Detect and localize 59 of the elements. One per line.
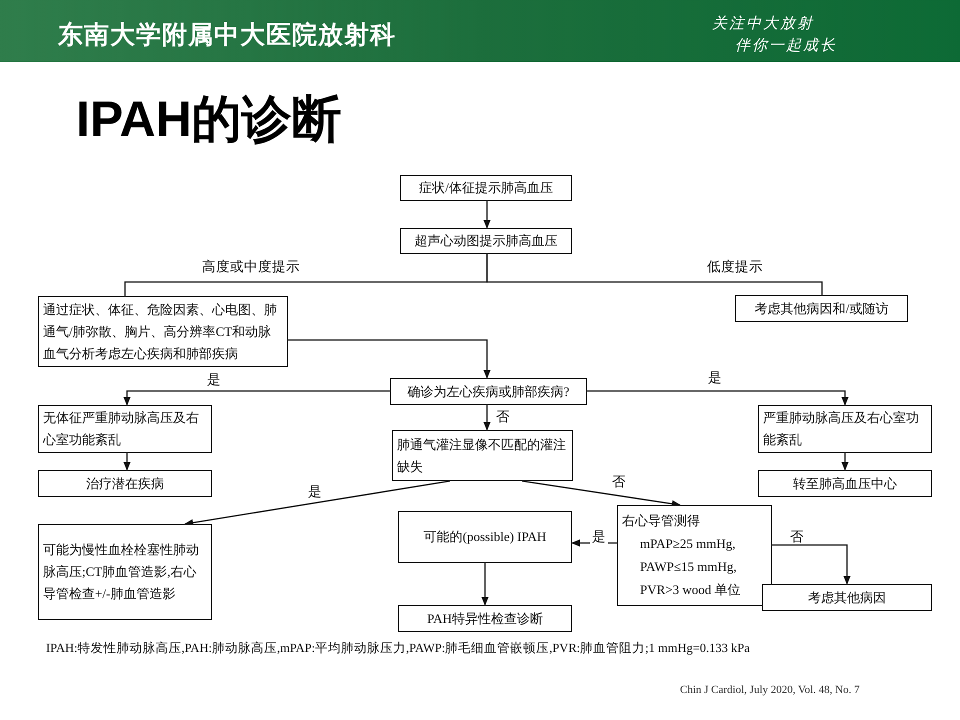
box-text: 症状/体征提示肺高血压 <box>418 179 554 197</box>
box-text: 可能为慢性血栓栓塞性肺动脉高压;CT肺血管造影,右心导管检查+/-肺血管造影 <box>43 541 200 603</box>
process-box <box>617 505 772 606</box>
connector-line <box>486 254 823 295</box>
process-box <box>735 295 908 322</box>
arrow <box>772 544 851 585</box>
edge-label: 高度或中度提示 <box>200 259 302 274</box>
arrow <box>587 390 849 406</box>
box-text: 考虑其他病因和/或随访 <box>754 300 890 318</box>
process-box <box>38 296 288 367</box>
box-text: 通过症状、体征、危险因素、心电图、肺通气/肺弥散、胸片、高分辨率CT和动脉血气分析考虑左心疾病和肺部疾病 <box>43 300 278 362</box>
edge-label: 是 <box>306 484 324 499</box>
slide-title: IPAH的诊断 <box>76 90 342 149</box>
process-box <box>38 470 212 497</box>
footnote-text: IPAH:特发性肺动脉高压,PAH:肺动脉高压,mPAP:平均肺动脉压力,PAWP:肺毛细血管嵌顿压,PVR:肺血管阻力;1 mmHg=0.133 kPa <box>46 640 750 657</box>
box-text: mPAP≥25 mmHg, PAWP≤15 mmHg, PVR>3 wood 单位 <box>639 535 742 599</box>
edge-label: 否 <box>494 409 512 424</box>
edge-label: 否 <box>610 474 628 489</box>
box-text: 确诊为左心疾病或肺部疾病? <box>406 382 570 400</box>
edge-label: 低度提示 <box>705 259 765 274</box>
edge-label: 是 <box>205 372 223 387</box>
header-title: 东南大学附属中大医院放射科 <box>58 20 396 51</box>
arrow <box>483 201 491 229</box>
process-box <box>392 430 573 481</box>
process-box <box>38 524 212 620</box>
arrow <box>288 339 491 379</box>
arrow <box>481 563 489 606</box>
question-box <box>390 378 587 405</box>
box-text: 可能的(possible) IPAH <box>422 528 548 546</box>
edge-label: 是 <box>590 529 608 544</box>
process-box <box>400 175 572 201</box>
box-text: 严重肺动脉高压及右心室功能紊乱 <box>763 409 920 449</box>
slogan-text: 关注中大放射 <box>712 14 814 33</box>
box-text: 无体征严重肺动脉高压及右心室功能紊乱 <box>43 409 200 449</box>
arrow <box>841 453 849 471</box>
arrow <box>571 539 617 547</box>
box-text: PAH特异性检查诊断 <box>426 610 544 628</box>
arrow <box>522 480 681 508</box>
process-box <box>398 511 572 563</box>
citation-text: Chin J Cardiol, July 2020, Vol. 48, No. 7 <box>680 684 860 696</box>
process-box <box>762 584 932 611</box>
edge-label: 是 <box>706 370 724 385</box>
edge-label: 否 <box>788 529 806 544</box>
box-text: 转至肺高血压中心 <box>792 474 898 492</box>
arrow <box>123 453 131 471</box>
process-box <box>758 405 932 453</box>
arrow <box>123 390 390 406</box>
box-text: 超声心动图提示肺高血压 <box>414 232 558 250</box>
process-box <box>398 605 572 632</box>
box-text: 治疗潜在疾病 <box>85 474 165 492</box>
box-text: 肺通气灌注显像不匹配的灌注缺失 <box>397 436 567 476</box>
box-text: 右心导管测得 <box>622 512 701 530</box>
box-text: 考虑其他病因 <box>807 588 887 606</box>
process-box <box>38 405 212 453</box>
arrow <box>184 480 450 526</box>
process-box <box>400 228 572 254</box>
slogan-text: 伴你一起成长 <box>735 36 837 55</box>
arrow <box>483 405 491 431</box>
process-box <box>758 470 932 497</box>
